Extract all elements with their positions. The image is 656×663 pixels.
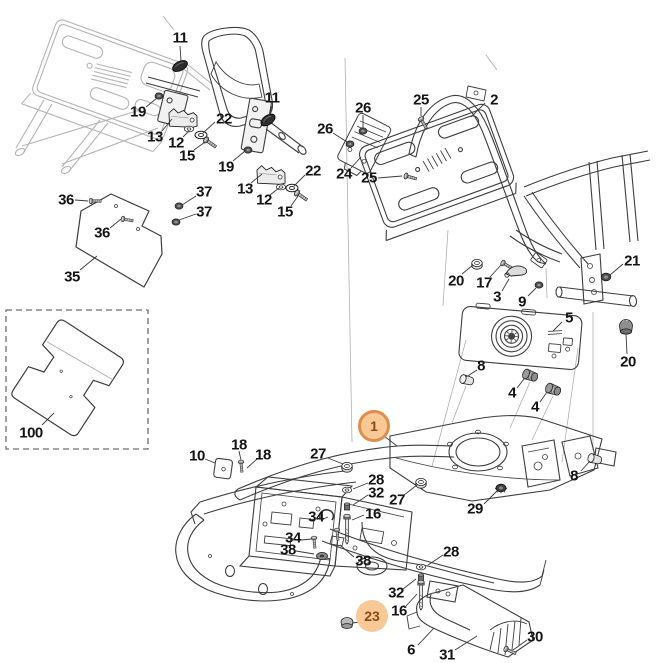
part-callout-28: 28 — [443, 543, 459, 561]
part-callout-16: 16 — [365, 505, 381, 523]
highlighted-part-callout-1[interactable]: 1 — [358, 410, 390, 442]
part-callout-18: 18 — [231, 436, 247, 454]
part-callout-32: 32 — [388, 584, 404, 602]
part-callout-36: 36 — [94, 224, 110, 242]
part-callout-20: 20 — [620, 353, 636, 371]
part-callout-100: 100 — [19, 424, 43, 442]
part-callout-10: 10 — [189, 447, 205, 465]
part-callout-35: 35 — [64, 268, 80, 286]
part-callout-25: 25 — [361, 169, 377, 187]
part-callout-11: 11 — [264, 89, 280, 107]
part-callout-32: 32 — [368, 484, 384, 502]
part-callout-6: 6 — [407, 641, 415, 659]
part-callout-13: 13 — [237, 180, 253, 198]
part-callout-20: 20 — [448, 272, 464, 290]
part-callout-3: 3 — [493, 288, 501, 306]
part-callout-13: 13 — [147, 128, 163, 146]
part-callout-12: 12 — [256, 191, 272, 209]
part-callout-38: 38 — [355, 552, 371, 570]
part-callout-9: 9 — [518, 293, 526, 311]
seat-pan-assembly-2 — [358, 85, 651, 308]
belt-cover-5 — [458, 302, 583, 371]
highlighted-part-callout-23[interactable]: 23 — [356, 600, 388, 632]
chassis-frame-1 — [175, 415, 617, 603]
part-callout-11: 11 — [172, 29, 188, 47]
construction-lines — [162, 15, 594, 467]
leader-lines — [41, 45, 628, 651]
part-callout-19: 19 — [130, 103, 146, 121]
part-callout-12: 12 — [168, 134, 184, 152]
part-callout-15: 15 — [277, 203, 293, 221]
part-callout-16: 16 — [391, 602, 407, 620]
part-callout-8: 8 — [477, 357, 485, 375]
part-callout-27: 27 — [310, 445, 326, 463]
part-callout-38: 38 — [280, 541, 296, 559]
part-callout-30: 30 — [527, 628, 543, 646]
part-callout-34: 34 — [308, 508, 324, 526]
part-callout-4: 4 — [508, 384, 516, 402]
part-callout-34: 34 — [285, 529, 301, 547]
part-callout-27: 27 — [389, 491, 405, 509]
part-callout-5: 5 — [565, 309, 573, 327]
part-callout-15: 15 — [179, 147, 195, 165]
part-callout-17: 17 — [476, 274, 492, 292]
part-callout-19: 19 — [218, 158, 234, 176]
part-callout-22: 22 — [216, 110, 232, 128]
part-callout-28: 28 — [368, 471, 384, 489]
part-callout-36: 36 — [58, 191, 74, 209]
part-callout-21: 21 — [624, 252, 640, 270]
dashed-box-100 — [5, 309, 149, 450]
part-callout-26: 26 — [317, 120, 333, 138]
part-callout-31: 31 — [439, 646, 455, 663]
part-callout-8: 8 — [570, 467, 578, 485]
part-callout-26: 26 — [355, 99, 371, 117]
plate-35 — [75, 193, 163, 288]
part-callout-25: 25 — [413, 91, 429, 109]
part-callout-37: 37 — [196, 203, 212, 221]
mat-100-group — [5, 309, 149, 450]
part-callout-24: 24 — [336, 165, 352, 183]
part-callout-2: 2 — [490, 91, 498, 109]
part-callout-22: 22 — [305, 162, 321, 180]
hardware-parts — [88, 57, 633, 657]
part-callout-37: 37 — [196, 183, 212, 201]
part-callout-29: 29 — [467, 500, 483, 518]
part-callout-4: 4 — [531, 398, 539, 416]
part-callout-18: 18 — [255, 446, 271, 464]
